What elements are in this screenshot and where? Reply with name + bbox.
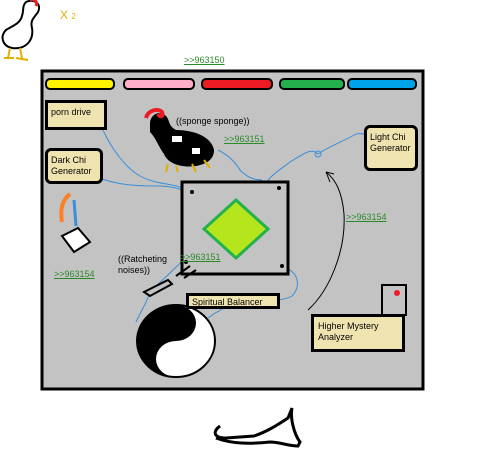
link-top[interactable]: >>963150 — [184, 55, 225, 65]
link-right[interactable]: >>963154 — [346, 212, 387, 222]
diamond-icon — [201, 197, 271, 261]
link-left[interactable]: >>963154 — [54, 269, 95, 279]
light-chi-generator-box: Light Chi Generator — [364, 125, 418, 171]
higher-mystery-analyzer-box: Higher Mystery Analyzer — [311, 314, 405, 352]
link-center[interactable]: >>963151 — [180, 252, 221, 262]
color-bars — [45, 78, 417, 90]
dark-chi-label: Dark Chi Generator — [51, 155, 92, 176]
yin-yang-icon — [136, 304, 216, 378]
flask-icon — [59, 192, 92, 254]
ratchet-label: ((Ratcheting noises)) — [118, 254, 168, 275]
balancer-label: Spiritual Balancer — [192, 297, 263, 307]
multiplier-symbol: X — [60, 8, 69, 22]
link-chicken[interactable]: >>963151 — [224, 134, 265, 144]
color-bar-5 — [347, 78, 417, 90]
analyzer-label: Higher Mystery Analyzer — [318, 321, 379, 342]
color-bar-4 — [279, 78, 345, 90]
light-chi-label: Light Chi Generator — [370, 132, 411, 153]
sponge-chicken-icon — [144, 108, 214, 173]
wrench-icon — [142, 265, 197, 298]
color-bar-3 — [201, 78, 273, 90]
porn-drive-box: porn drive — [45, 100, 107, 130]
color-bar-1 — [45, 78, 115, 90]
color-bar-2 — [123, 78, 195, 90]
squiggle-shape — [213, 407, 302, 448]
multiplier-count: 2 — [71, 12, 76, 21]
spiritual-balancer-box: Spiritual Balancer — [186, 293, 280, 309]
dark-chi-generator-box: Dark Chi Generator — [45, 148, 103, 184]
sponge-label: ((sponge sponge)) — [176, 116, 250, 126]
chicken-icon — [1, 0, 40, 61]
multiplier-label: X 2 — [60, 8, 76, 24]
lamp-icon — [381, 284, 407, 316]
porn-drive-label: porn drive — [51, 107, 92, 117]
